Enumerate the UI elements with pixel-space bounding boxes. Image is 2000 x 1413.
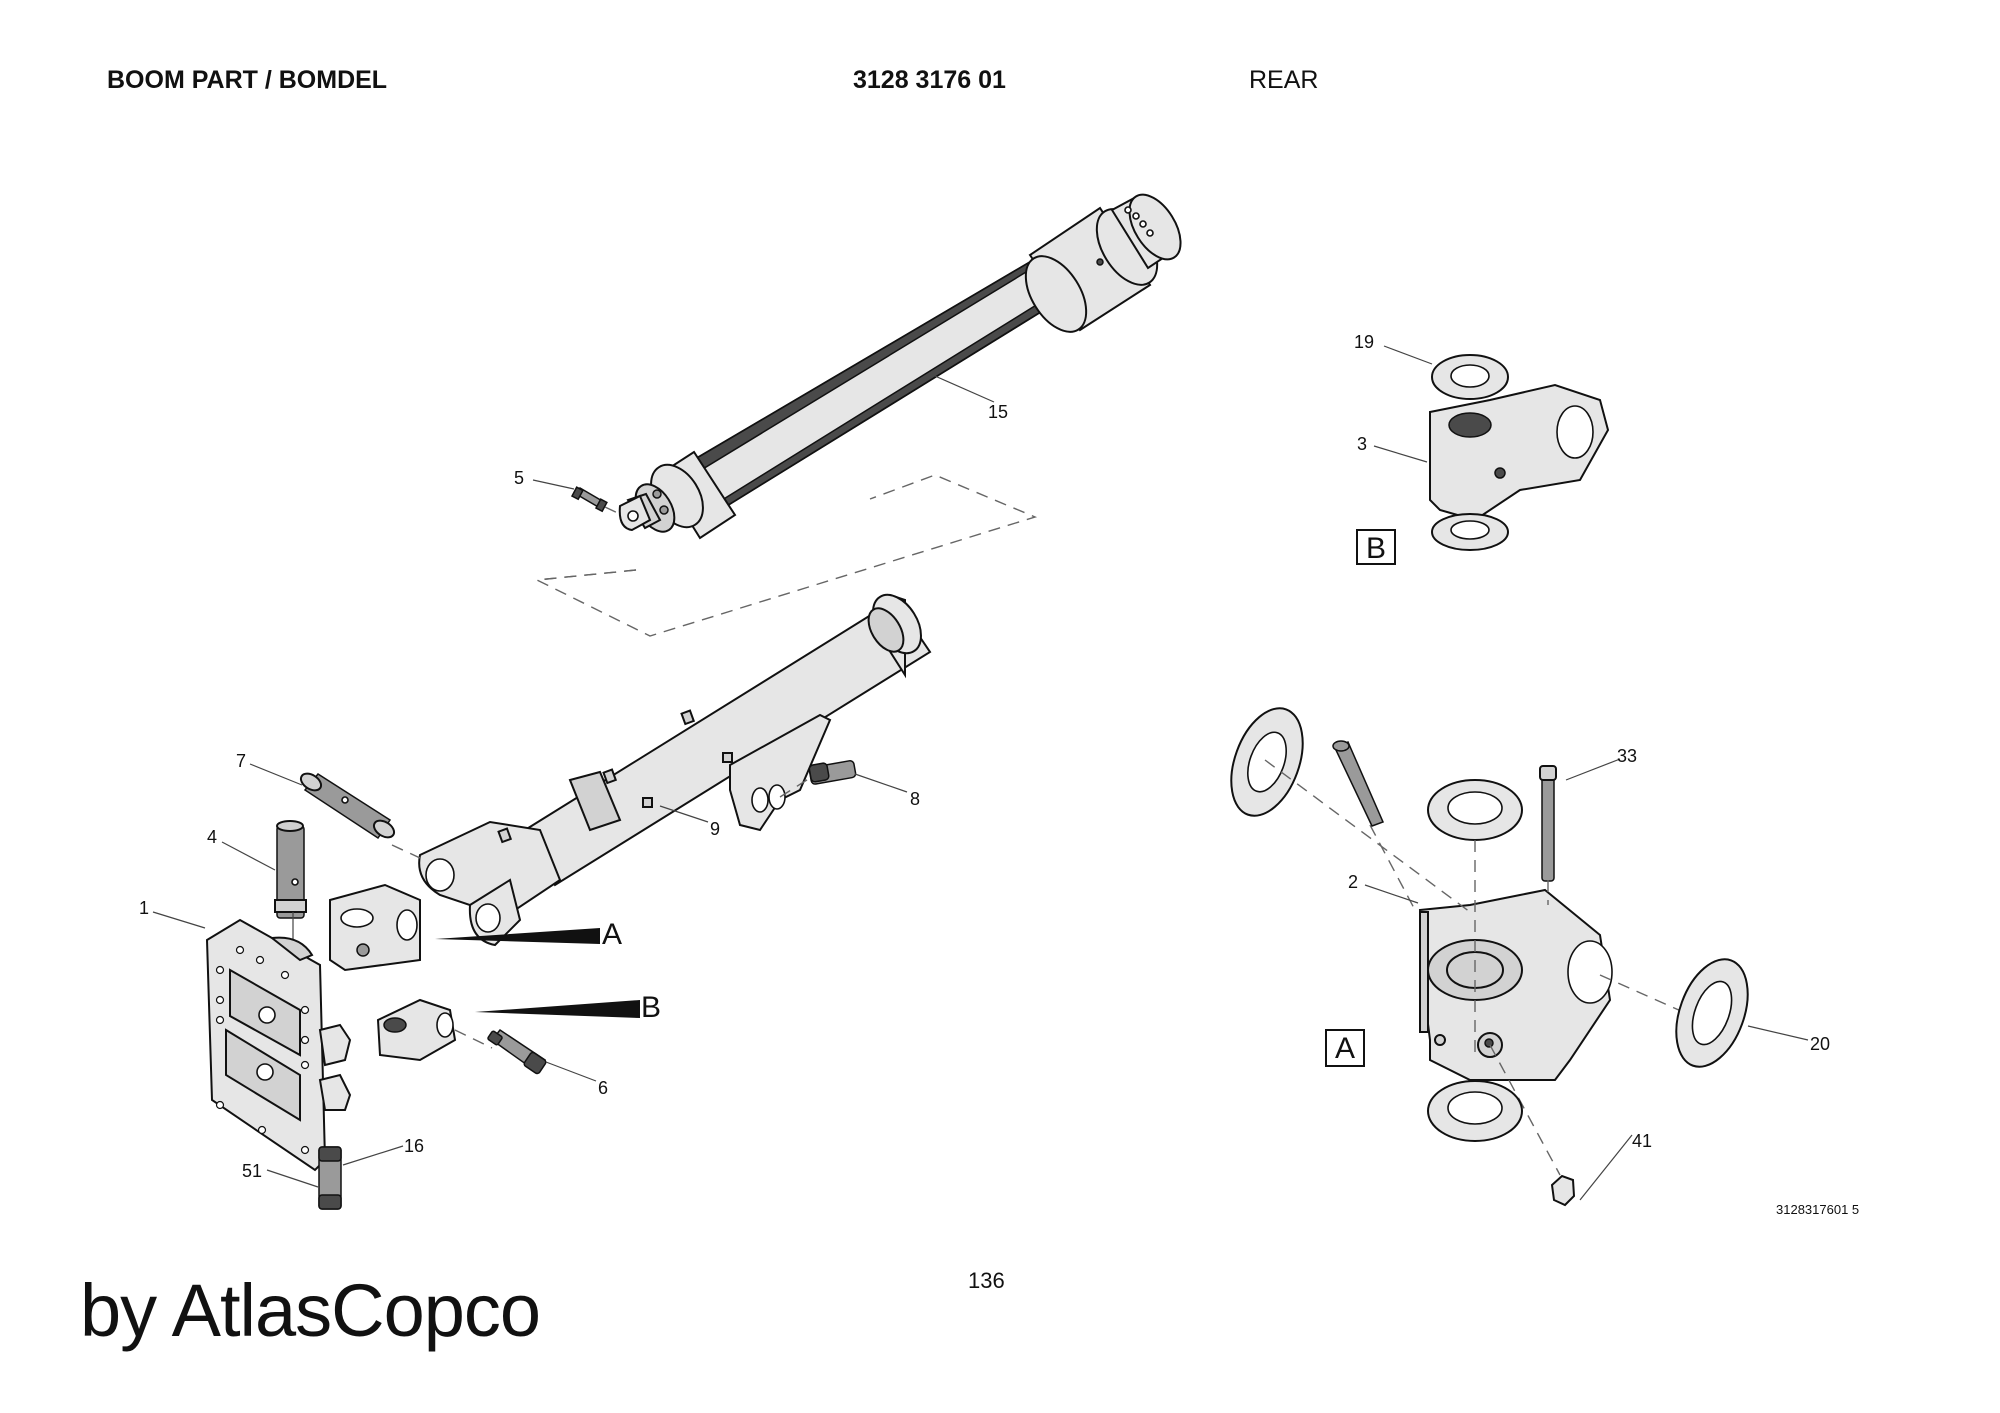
detail-b-yoke-assembly[interactable] [1429, 354, 1610, 551]
leader-lines [152, 345, 1809, 1201]
part-number: 3128 3176 01 [853, 66, 1006, 94]
part-15-telescopic-cylinder[interactable] [618, 186, 1191, 540]
callout-16: 16 [404, 1136, 424, 1156]
drawing-number: 3128317601 5 [1776, 1202, 1860, 1217]
callout-15: 15 [988, 402, 1008, 422]
callout-3: 3 [1357, 434, 1367, 454]
detail-a-box [1325, 1029, 1365, 1067]
detail-a-pointer [435, 928, 600, 944]
detail-a-arrow-label: A [602, 918, 622, 951]
detail-a-box-label: A [1335, 1032, 1355, 1065]
callout-6: 6 [598, 1078, 608, 1098]
part-1-bracket-plate[interactable] [205, 918, 352, 1175]
assembly-guide-dashed [534, 474, 1038, 637]
detail-a-housing-assembly[interactable] [1218, 698, 1761, 1207]
part-7-pin[interactable] [298, 770, 397, 841]
yoke-b-exploded[interactable] [376, 998, 457, 1062]
joint-a-exploded[interactable] [329, 883, 421, 972]
callout-2: 2 [1348, 872, 1358, 892]
callout-4: 4 [207, 827, 217, 847]
callout-20: 20 [1810, 1034, 1830, 1054]
part-41-nut [1550, 1174, 1576, 1207]
assembly-guide-dashed [536, 569, 637, 581]
callout-8: 8 [910, 789, 920, 809]
detail-b-box-label: B [1366, 532, 1386, 565]
callout-1: 1 [139, 898, 149, 918]
part-6-pin[interactable] [454, 1028, 547, 1075]
part-16-51-pin[interactable] [318, 1146, 342, 1210]
position-label: REAR [1249, 66, 1319, 94]
callout-19: 19 [1354, 332, 1374, 352]
brand-text: by AtlasCopco [80, 1269, 541, 1352]
part-5-pin[interactable] [570, 486, 623, 516]
detail-b-arrow-label: B [641, 991, 661, 1024]
callout-33: 33 [1617, 746, 1637, 766]
callout-7: 7 [236, 751, 246, 771]
page-title: BOOM PART / BOMDEL [107, 66, 388, 94]
part-4-pin[interactable] [274, 820, 307, 940]
detail-b-pointer [475, 1000, 640, 1018]
callout-41: 41 [1632, 1131, 1652, 1151]
part-33-screw [1541, 765, 1555, 882]
part-9-boom-tube[interactable] [391, 586, 932, 947]
callout-5: 5 [514, 468, 524, 488]
page-number: 136 [968, 1268, 1005, 1293]
detail-b-box [1356, 529, 1396, 565]
callout-51: 51 [242, 1161, 262, 1181]
part-8-pin[interactable] [779, 760, 857, 798]
callout-9: 9 [710, 819, 720, 839]
